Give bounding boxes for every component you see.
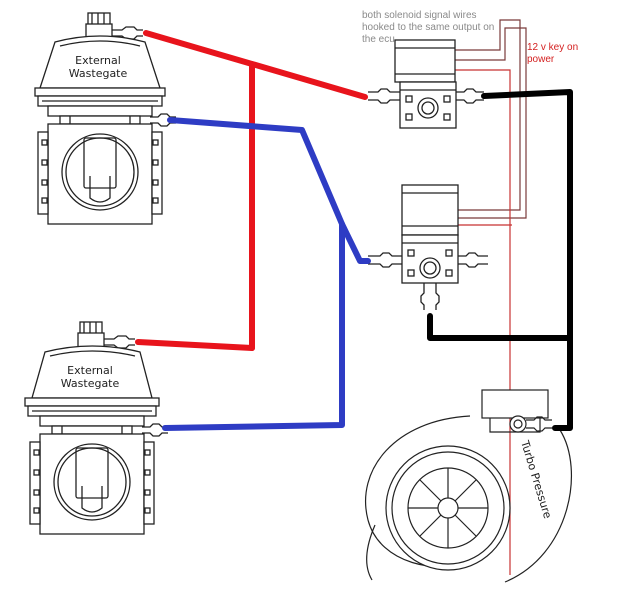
black-line — [427, 89, 573, 431]
red-line-upper — [143, 30, 368, 100]
black-line-cross — [427, 313, 573, 341]
solenoid-note: both solenoid signal wires hooked to the… — [362, 10, 494, 46]
turbo — [365, 389, 572, 583]
wastegate-top-label-line1: External — [75, 54, 121, 67]
black-line-top — [481, 89, 573, 431]
power-note-line1: 12 v key on — [527, 42, 579, 53]
blue-line-lower — [162, 221, 345, 431]
wastegate-top-label-line2: Wastegate — [69, 67, 128, 80]
turbo-pressure-label: Turbo Pressure — [518, 438, 554, 520]
wastegate-bottom-label-line2: Wastegate — [61, 377, 120, 390]
solenoid-note-line3: the ecu — [362, 34, 395, 45]
blue-line — [162, 117, 371, 431]
solenoid-note-line2: hooked to the same output on — [362, 22, 495, 33]
wastegate-bottom — [24, 321, 168, 535]
wastegate-top — [34, 12, 176, 225]
power-note-line2: power — [527, 54, 555, 65]
red-line — [135, 30, 368, 351]
wastegate-bottom-label-line1: External — [67, 364, 113, 377]
solenoid-note-line1: both solenoid signal wires — [362, 10, 477, 21]
blue-line-upper — [167, 117, 371, 264]
red-line-lower — [135, 339, 255, 351]
solenoid-bottom — [368, 184, 488, 310]
power-note: 12 v key on power — [527, 42, 578, 66]
solenoid-top — [368, 39, 484, 129]
